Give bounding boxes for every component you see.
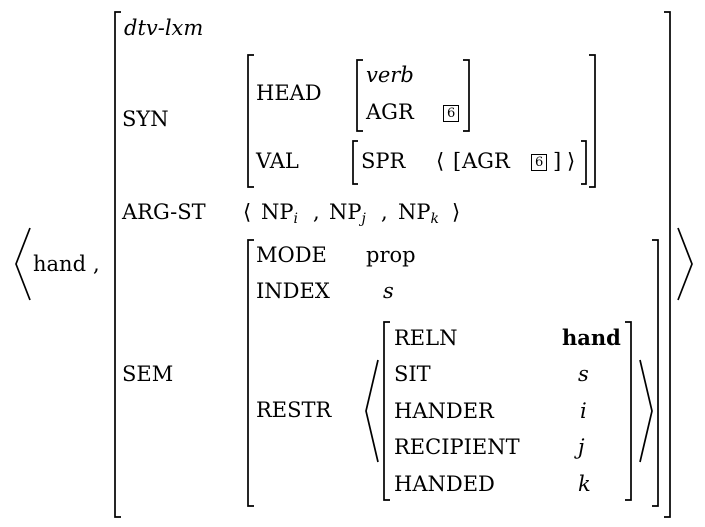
syn-left-bracket <box>247 54 254 188</box>
head-type: verb <box>366 63 414 87</box>
restr-value-handed: k <box>578 472 591 496</box>
outer-left-angle <box>15 227 31 301</box>
spr-label: SPR <box>361 149 406 173</box>
argst-right-angle: ⟩ <box>452 200 461 224</box>
val-label: VAL <box>256 149 299 173</box>
sem-right-bracket <box>652 239 659 507</box>
head-label: HEAD <box>256 81 322 105</box>
argst-comma: , <box>313 200 320 224</box>
sem-left-bracket <box>247 239 254 507</box>
restr-value-reln: hand <box>562 325 621 350</box>
restr-label: RESTR <box>256 398 332 422</box>
spr-right-bracket <box>581 140 587 185</box>
restr-feature-recipient: RECIPIENT <box>394 435 520 459</box>
word-comma: , <box>93 252 100 276</box>
restr-feature-reln: RELN <box>394 326 458 350</box>
syn-label: SYN <box>122 107 169 131</box>
spr-right-angle: ⟩ <box>567 149 576 173</box>
agr-label: AGR <box>366 100 414 124</box>
restr-value-hander: i <box>580 399 587 423</box>
outer-right-angle <box>677 227 693 301</box>
mode-label: MODE <box>256 243 327 267</box>
main-right-bracket <box>664 11 671 518</box>
spr-agr-label: AGR <box>462 149 510 173</box>
spr-agr-close: ] <box>553 149 562 173</box>
restr-feature-handed: HANDED <box>394 472 495 496</box>
argst-label: ARG-ST <box>122 200 206 224</box>
spr-agr-tag: 6 <box>531 149 548 173</box>
restr-right-bracket <box>625 321 632 501</box>
restr-right-angle <box>639 359 653 463</box>
restr-left-angle <box>365 359 379 463</box>
main-left-bracket <box>114 11 121 518</box>
mode-value: prop <box>366 243 416 267</box>
restr-feature-sit: SIT <box>394 362 431 386</box>
argst-item: NPi <box>261 200 298 227</box>
spr-agr-tag-box: 6 <box>531 154 548 171</box>
index-value: s <box>383 279 394 303</box>
index-label: INDEX <box>256 279 330 303</box>
argst-item: NPk <box>398 200 439 227</box>
spr-left-bracket <box>352 140 358 185</box>
lexeme-type: dtv-lxm <box>124 16 204 40</box>
agr-tag-box: 6 <box>443 105 460 122</box>
argst-item: NPj <box>329 200 366 227</box>
head-left-bracket <box>356 59 363 132</box>
restr-value-recipient: j <box>578 435 585 459</box>
spr-agr-open: [ <box>453 149 462 173</box>
restr-value-sit: s <box>578 362 589 386</box>
spr-left-angle: ⟨ <box>436 149 445 173</box>
agr-tag: 6 <box>443 100 460 124</box>
restr-feature-hander: HANDER <box>394 399 494 423</box>
sem-label: SEM <box>122 362 174 386</box>
syn-right-bracket <box>589 54 596 188</box>
restr-left-bracket <box>383 321 390 501</box>
word-label: hand <box>33 252 87 276</box>
head-right-bracket <box>463 59 470 132</box>
argst-comma: , <box>381 200 388 224</box>
argst-left-angle: ⟨ <box>243 200 252 224</box>
